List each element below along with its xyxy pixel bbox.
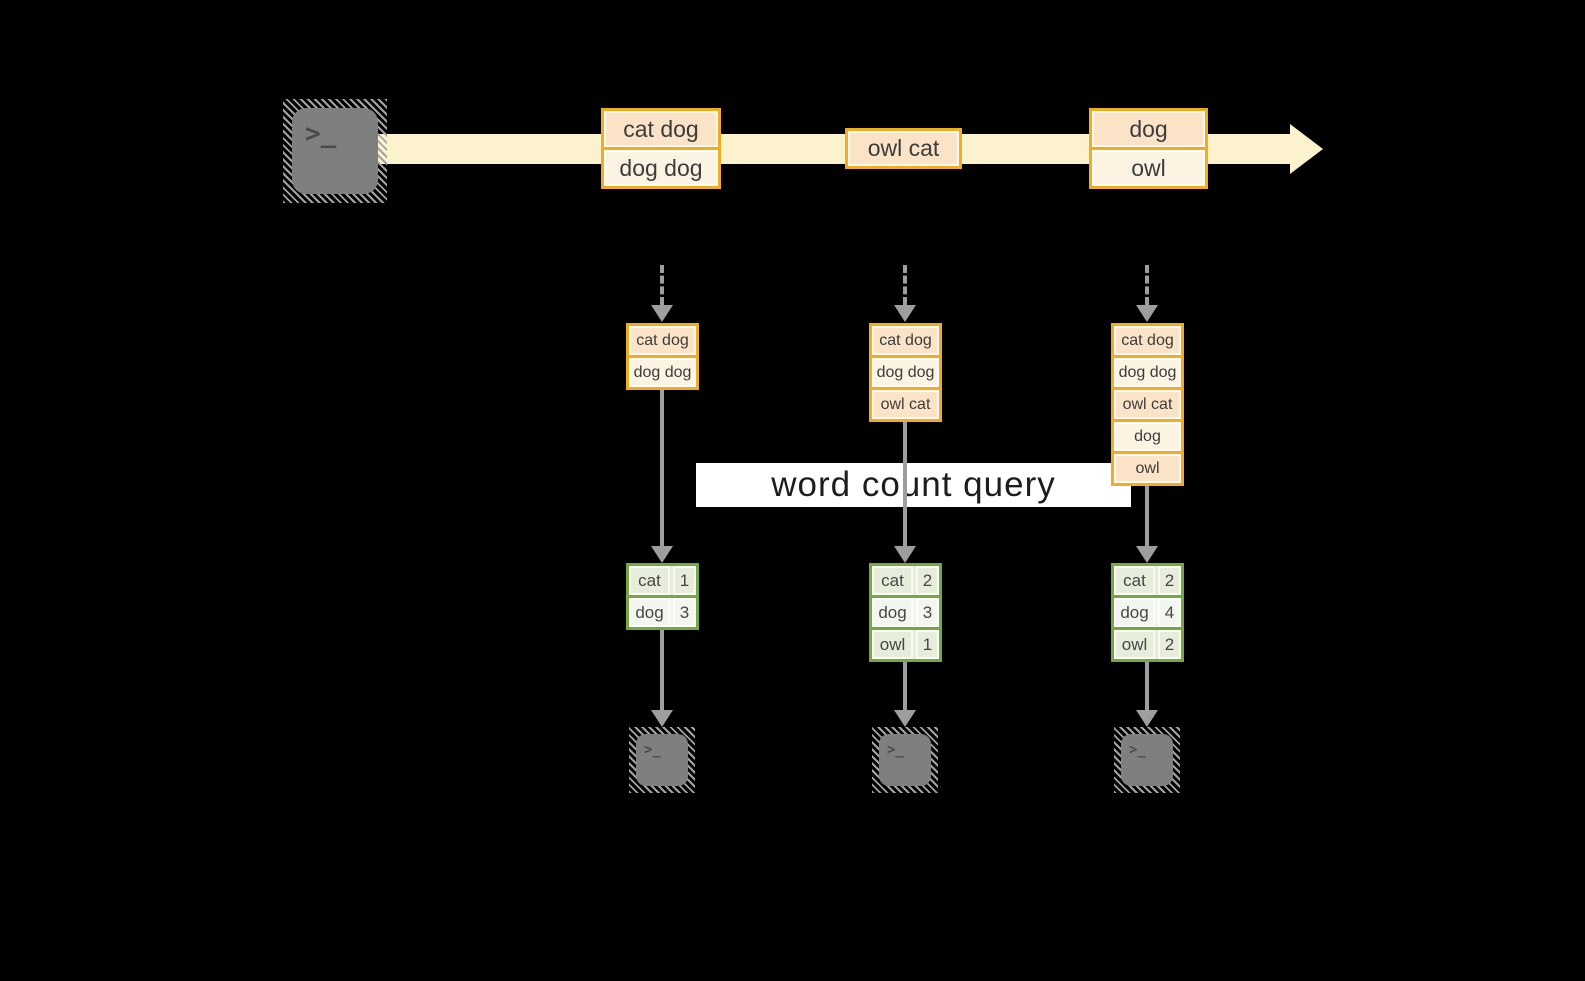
buffer-cell: dog: [1114, 422, 1181, 451]
sink-terminal-icon: >_: [629, 727, 695, 793]
terminal-glyph: >_: [887, 742, 904, 758]
sink-arrowhead-icon: [651, 710, 673, 727]
source-terminal-icon: >_: [283, 99, 387, 203]
buffer-stack: cat dog dog dog owl cat dog owl: [1111, 323, 1184, 486]
sink-arrow: [1145, 662, 1149, 710]
count-value-cell: 2: [1158, 566, 1181, 595]
query-arrow: [903, 422, 907, 546]
count-value-cell: 4: [1158, 598, 1181, 627]
count-value-cell: 1: [673, 566, 696, 595]
dashed-arrow: [903, 265, 907, 305]
stream-batch-cell: cat dog: [604, 111, 718, 147]
stream-batch-cell: dog: [1092, 111, 1205, 147]
count-word-cell: cat: [1114, 566, 1155, 595]
query-label-band: word count query: [696, 463, 1131, 507]
dashed-arrow: [660, 265, 664, 305]
count-word-cell: owl: [1114, 630, 1155, 659]
sink-terminal-body: >_: [879, 734, 931, 786]
buffer-stack: cat dog dog dog: [626, 323, 699, 390]
dashed-arrow: [1145, 265, 1149, 305]
sink-terminal-body: >_: [1121, 734, 1173, 786]
sink-terminal-icon: >_: [1114, 727, 1180, 793]
count-word-cell: cat: [872, 566, 913, 595]
buffer-cell: cat dog: [1114, 326, 1181, 355]
count-word-cell: owl: [872, 630, 913, 659]
count-value-cell: 1: [916, 630, 939, 659]
stream-arrowhead-icon: [1290, 124, 1323, 174]
sink-arrow: [903, 662, 907, 710]
count-word-cell: cat: [629, 566, 670, 595]
query-arrowhead-icon: [1136, 546, 1158, 563]
count-value-cell: 2: [916, 566, 939, 595]
buffer-cell: cat dog: [629, 326, 696, 355]
sink-arrow: [660, 630, 664, 710]
query-label: word count query: [771, 465, 1056, 504]
query-arrowhead-icon: [651, 546, 673, 563]
buffer-cell: cat dog: [872, 326, 939, 355]
query-arrow: [660, 390, 664, 546]
dashed-arrowhead-icon: [651, 305, 673, 322]
count-word-cell: dog: [629, 598, 670, 627]
buffer-cell: dog dog: [629, 358, 696, 387]
count-word-cell: dog: [872, 598, 913, 627]
count-value-cell: 3: [916, 598, 939, 627]
buffer-cell: dog dog: [1114, 358, 1181, 387]
sink-arrowhead-icon: [894, 710, 916, 727]
buffer-cell: dog dog: [872, 358, 939, 387]
stream-batch: owl cat: [845, 128, 962, 169]
sink-terminal-body: >_: [636, 734, 688, 786]
sink-terminal-icon: >_: [872, 727, 938, 793]
count-value-cell: 2: [1158, 630, 1181, 659]
query-arrow: [1145, 486, 1149, 546]
terminal-glyph: >_: [1129, 742, 1146, 758]
terminal-glyph: >_: [305, 119, 337, 149]
stream-batch-cell: dog dog: [604, 150, 718, 186]
stream-batch-cell: owl: [1092, 150, 1205, 186]
sink-arrowhead-icon: [1136, 710, 1158, 727]
dashed-arrowhead-icon: [894, 305, 916, 322]
buffer-cell: owl cat: [1114, 390, 1181, 419]
buffer-cell: owl cat: [872, 390, 939, 419]
count-word-cell: dog: [1114, 598, 1155, 627]
query-arrowhead-icon: [894, 546, 916, 563]
count-value-cell: 3: [673, 598, 696, 627]
stream-batch-cell: owl cat: [848, 131, 959, 166]
dashed-arrowhead-icon: [1136, 305, 1158, 322]
buffer-cell: owl: [1114, 454, 1181, 483]
buffer-stack: cat dog dog dog owl cat: [869, 323, 942, 422]
terminal-glyph: >_: [644, 742, 661, 758]
